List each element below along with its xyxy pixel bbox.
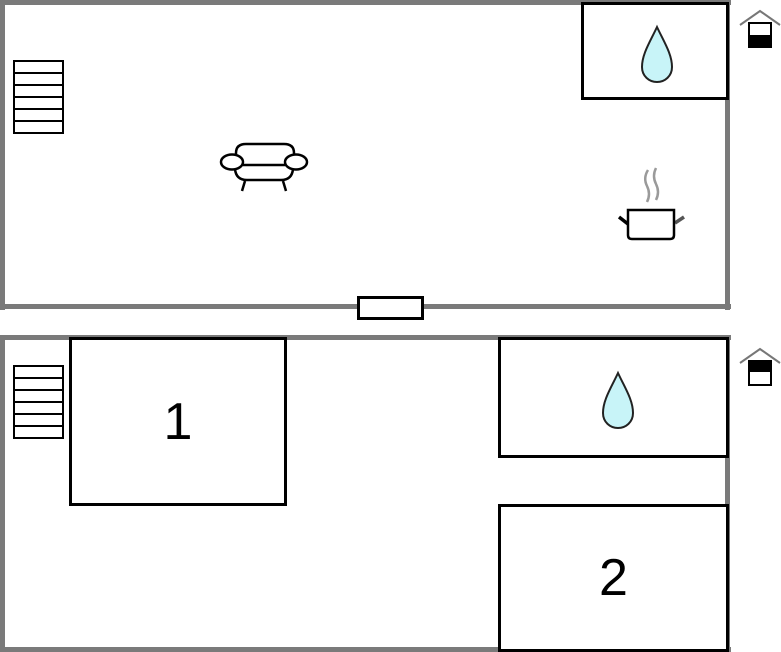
floor-level-indicator-lower bbox=[739, 347, 781, 386]
wall-top bbox=[0, 335, 731, 340]
lower-floor: 1 2 bbox=[0, 335, 731, 652]
room-bathroom-upper bbox=[581, 2, 729, 100]
stairs-icon bbox=[13, 60, 64, 134]
wall-right bbox=[725, 0, 730, 310]
window-icon bbox=[357, 296, 424, 320]
room-number: 1 bbox=[163, 392, 193, 451]
water-drop-icon bbox=[601, 370, 635, 430]
wall-left bbox=[0, 0, 5, 310]
room-bedroom-1: 1 bbox=[69, 337, 287, 506]
room-bedroom-2: 2 bbox=[498, 504, 729, 652]
wall-left bbox=[0, 335, 5, 652]
floor-level-indicator-upper bbox=[739, 9, 781, 48]
room-number: 2 bbox=[599, 549, 628, 607]
upper-floor bbox=[0, 0, 731, 320]
water-drop-icon bbox=[640, 24, 674, 84]
wall-right bbox=[725, 335, 730, 652]
room-bathroom-lower bbox=[498, 337, 729, 458]
cooking-pot-icon bbox=[617, 167, 685, 241]
stairs-icon bbox=[13, 365, 64, 439]
wall-top bbox=[0, 0, 731, 5]
sofa-icon bbox=[219, 142, 309, 192]
wall-bottom bbox=[0, 647, 731, 652]
